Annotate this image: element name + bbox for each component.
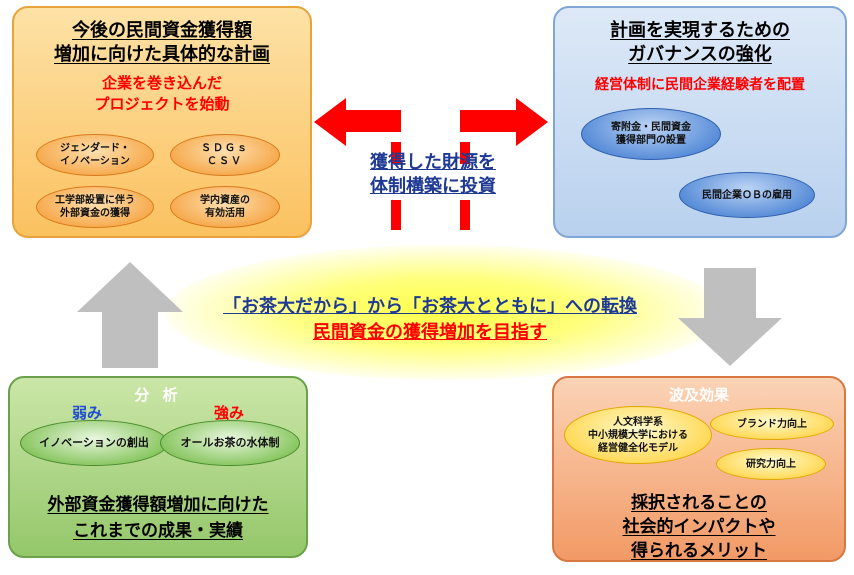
plan-oval-assets: 学内資産の有効活用: [170, 186, 280, 228]
invest-text-line2: 体制構築に投資: [370, 176, 496, 197]
governance-title-line2: ガバナンスの強化: [628, 44, 772, 65]
ripple-footer-line3: 得られるメリット: [631, 541, 767, 561]
governance-subtitle: 経営体制に民間企業経験者を配置: [595, 77, 805, 93]
plan-title-line2: 増加に向けた具体的な計画: [54, 44, 270, 65]
analysis-panel: 分 析 弱み 強み イノベーションの創出 オールお茶の水体制 外部資金獲得額増加…: [8, 376, 308, 558]
transition-text: 「お茶大だから」から「お茶大とともに」への転換: [223, 296, 637, 317]
governance-oval-ob: 民間企業ＯＢの雇用: [679, 172, 815, 218]
plan-oval-engineering: 工学部設置に伴う外部資金の獲得: [36, 186, 154, 228]
strength-label: 強み: [214, 404, 245, 422]
dash-right-1: [460, 142, 470, 164]
analysis-label: 分 析: [134, 386, 182, 404]
dash-left-2: [391, 200, 401, 230]
governance-panel: 計画を実現するための ガバナンスの強化 経営体制に民間企業経験者を配置 寄附金・…: [553, 6, 847, 238]
ripple-footer-line1: 採択されることの: [631, 493, 767, 513]
ripple-oval-brand: ブランド力向上: [710, 408, 834, 440]
plan-subtitle-line2: プロジェクトを始動: [94, 95, 230, 113]
strength-oval: オールお茶の水体制: [160, 420, 300, 466]
gray-arrow-down: [678, 268, 782, 366]
ripple-oval-research: 研究力向上: [716, 448, 826, 480]
ripple-oval-model: 人文科学系 中小規模大学における 経営健全化モデル: [564, 406, 712, 464]
weakness-label: 弱み: [72, 404, 103, 422]
dash-left-1: [391, 142, 401, 164]
goal-text: 民間資金の獲得増加を目指す: [313, 322, 547, 343]
plan-title-line1: 今後の民間資金獲得額: [72, 20, 252, 41]
arrow-right-stem: [460, 110, 478, 132]
center-glow: [165, 245, 725, 380]
arrow-left-stem: [383, 110, 401, 132]
ripple-label: 波及効果: [668, 386, 729, 404]
governance-oval-department: 寄附金・民間資金獲得部門の設置: [581, 108, 721, 160]
analysis-footer-line2: これまでの成果・実績: [73, 521, 243, 541]
ripple-panel: 波及効果 人文科学系 中小規模大学における 経営健全化モデル ブランド力向上 研…: [552, 376, 846, 562]
invest-text-line1: 獲得した財源を: [370, 152, 496, 173]
plan-subtitle-line1: 企業を巻き込んだ: [101, 74, 222, 92]
analysis-footer-line1: 外部資金獲得額増加に向けた: [47, 495, 269, 515]
arrow-left-head: [314, 98, 346, 146]
governance-title-line1: 計画を実現するための: [610, 20, 790, 41]
weakness-oval: イノベーションの創出: [20, 420, 168, 466]
plan-oval-gendered: ジェンダード・イノベーション: [36, 134, 154, 176]
arrow-right-head: [516, 98, 548, 146]
gray-arrow-up: [77, 262, 183, 368]
dash-right-2: [460, 200, 470, 230]
plan-panel: 今後の民間資金獲得額 増加に向けた具体的な計画 企業を巻き込んだ プロジェクトを…: [12, 6, 312, 238]
ripple-footer-line2: 社会的インパクトや: [622, 517, 776, 537]
